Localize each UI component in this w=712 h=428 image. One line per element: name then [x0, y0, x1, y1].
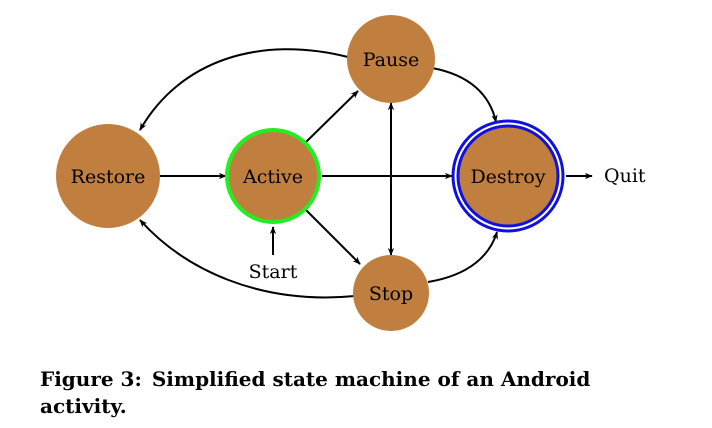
- node-active: Active: [225, 128, 321, 224]
- figure-caption-text: Simplified state machine of an Android a…: [40, 367, 591, 418]
- edge-pause-to-destroy: [431, 67, 498, 123]
- edge-active-to-pause: [305, 90, 359, 143]
- node-stop-label: Stop: [369, 283, 413, 305]
- start-label: Start: [249, 261, 298, 283]
- edge-stop-to-destroy: [427, 231, 498, 283]
- node-pause: Pause: [347, 15, 435, 103]
- quit-label: Quit: [604, 165, 646, 187]
- node-active-label: Active: [242, 166, 303, 188]
- node-pause-label: Pause: [363, 49, 420, 71]
- figure-caption-label: Figure 3:: [40, 367, 142, 391]
- node-restore-label: Restore: [71, 166, 146, 188]
- edge-active-to-stop: [305, 209, 361, 265]
- node-stop: Stop: [353, 255, 429, 331]
- node-restore: Restore: [56, 124, 160, 228]
- node-destroy-label: Destroy: [470, 166, 545, 188]
- node-destroy: Destroy: [451, 119, 565, 233]
- figure-caption: Figure 3:Simplified state machine of an …: [40, 366, 680, 420]
- edge-stop-to-restore: [139, 219, 356, 299]
- state-machine-diagram: Restore Active Pause Stop Destroy Start …: [56, 15, 646, 331]
- edge-pause-to-restore: [139, 48, 349, 131]
